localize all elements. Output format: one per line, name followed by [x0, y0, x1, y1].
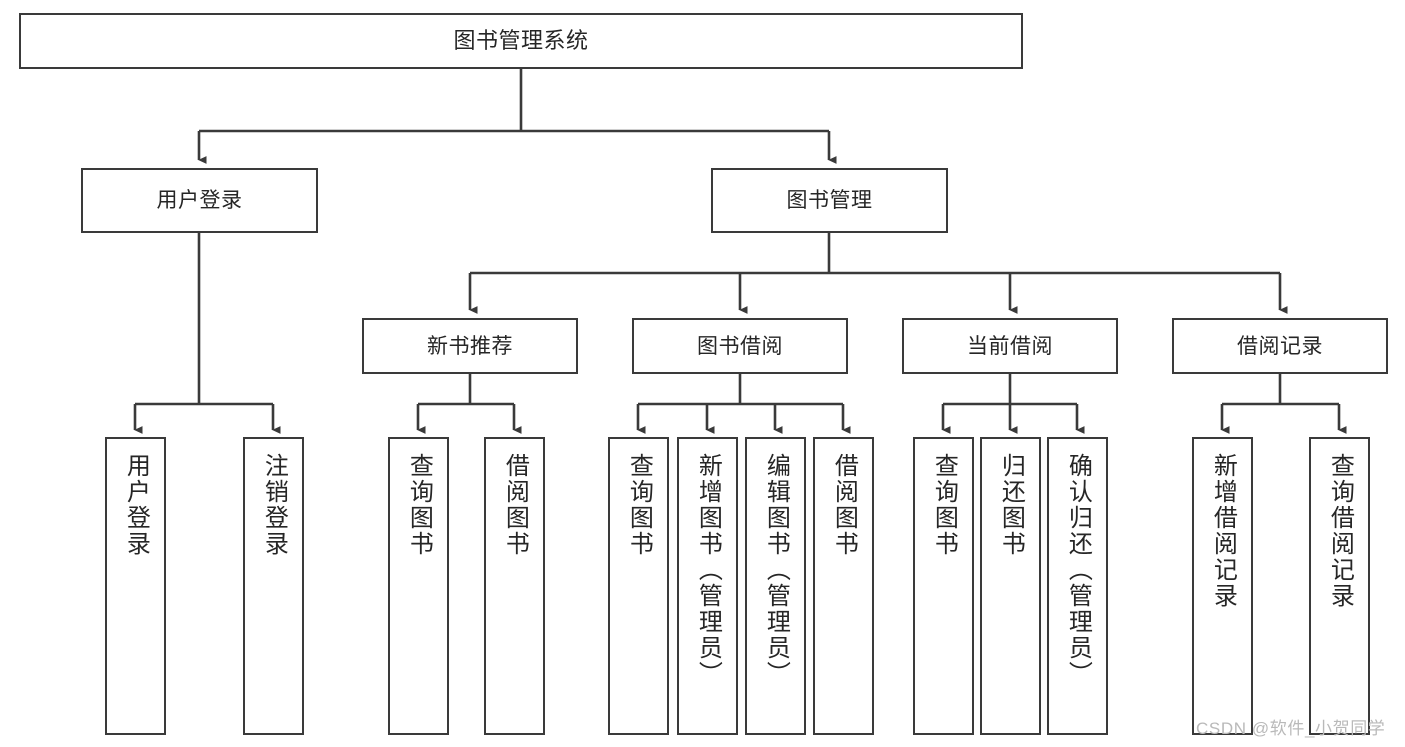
node-root-book-management-system[interactable]: 图书管理系统: [19, 13, 1023, 69]
node-label: 查询图书: [930, 453, 958, 557]
node-leaf-confirm-return[interactable]: 确认归还（管理员）: [1047, 437, 1108, 735]
node-leaf-edit-book[interactable]: 编辑图书（管理员）: [745, 437, 806, 735]
node-leaf-query-book-1[interactable]: 查询图书: [388, 437, 449, 735]
node-label: 图书借阅: [697, 334, 783, 358]
node-current-borrow[interactable]: 当前借阅: [902, 318, 1118, 374]
node-leaf-borrow-book-1[interactable]: 借阅图书: [484, 437, 545, 735]
node-label: 借阅图书: [501, 453, 529, 557]
node-new-book-recommend[interactable]: 新书推荐: [362, 318, 578, 374]
node-label: 确认归还（管理员）: [1064, 453, 1092, 687]
node-label: 图书管理: [786, 189, 873, 212]
node-leaf-user-login[interactable]: 用户登录: [105, 437, 166, 735]
node-label: 编辑图书（管理员）: [762, 453, 790, 687]
node-label: 新增图书（管理员）: [694, 453, 722, 687]
node-leaf-logout-login[interactable]: 注销登录: [243, 437, 304, 735]
node-leaf-add-book[interactable]: 新增图书（管理员）: [677, 437, 738, 735]
node-user-login[interactable]: 用户登录: [81, 168, 318, 233]
node-label: 查询图书: [405, 453, 433, 557]
node-label: 查询图书: [625, 453, 653, 557]
node-label: 图书管理系统: [453, 28, 589, 53]
node-leaf-return-book[interactable]: 归还图书: [980, 437, 1041, 735]
node-label: 新书推荐: [427, 334, 513, 358]
node-label: 查询借阅记录: [1326, 453, 1354, 609]
node-label: 归还图书: [997, 453, 1025, 557]
csdn-watermark: CSDN @软件_小贺同学: [1196, 719, 1386, 738]
node-book-borrow[interactable]: 图书借阅: [632, 318, 848, 374]
node-label: 用户登录: [156, 189, 243, 212]
node-label: 借阅记录: [1237, 334, 1323, 358]
node-label: 注销登录: [260, 453, 288, 557]
node-label: 当前借阅: [967, 334, 1053, 358]
node-label: 新增借阅记录: [1209, 453, 1237, 609]
node-label: 借阅图书: [830, 453, 858, 557]
node-leaf-query-book-2[interactable]: 查询图书: [608, 437, 669, 735]
node-book-management[interactable]: 图书管理: [711, 168, 948, 233]
node-leaf-query-borrow-record[interactable]: 查询借阅记录: [1309, 437, 1370, 735]
node-leaf-add-borrow-record[interactable]: 新增借阅记录: [1192, 437, 1253, 735]
node-leaf-query-book-3[interactable]: 查询图书: [913, 437, 974, 735]
node-borrow-record[interactable]: 借阅记录: [1172, 318, 1388, 374]
node-leaf-borrow-book-2[interactable]: 借阅图书: [813, 437, 874, 735]
node-label: 用户登录: [122, 453, 150, 557]
